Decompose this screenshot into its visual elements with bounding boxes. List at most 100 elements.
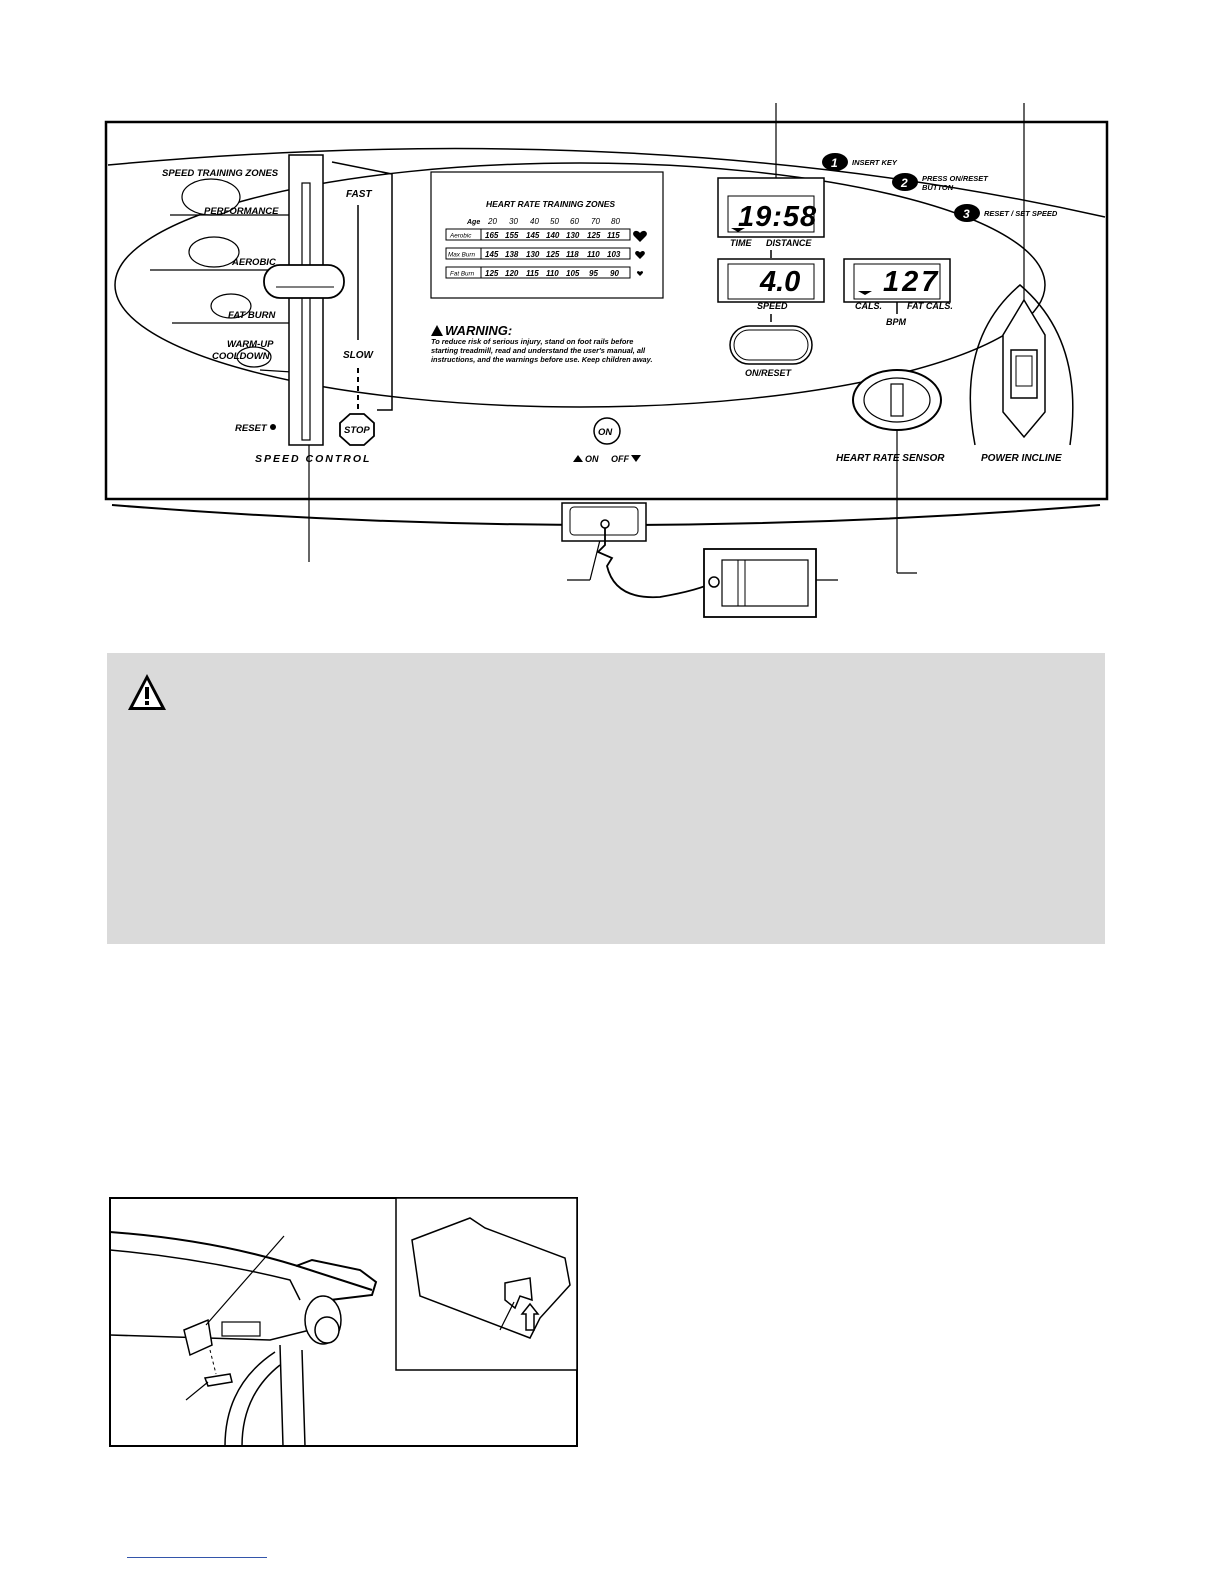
hr-ages: 20 30 40 50 60 70 80 bbox=[487, 217, 620, 226]
speed-bracket bbox=[331, 161, 393, 411]
step-number: 1 bbox=[831, 156, 838, 170]
hr-row-frame bbox=[445, 266, 631, 279]
time-label: TIME bbox=[730, 238, 752, 248]
assembly-diagram bbox=[109, 1197, 578, 1447]
hr-value: 95 bbox=[589, 269, 598, 278]
safety-key-inner bbox=[721, 559, 809, 607]
hr-value: 118 bbox=[566, 250, 579, 259]
console-underside bbox=[109, 1329, 311, 1341]
zone-warm-up: WARM-UP bbox=[227, 339, 274, 350]
hr-age: 50 bbox=[550, 217, 559, 226]
heart-rate-sensor-label: HEART RATE SENSOR bbox=[836, 453, 945, 464]
cals-label: CALS. bbox=[855, 301, 882, 311]
hr-age: 80 bbox=[611, 217, 620, 226]
zone-fat-burn: FAT BURN bbox=[228, 310, 276, 321]
hr-age: 60 bbox=[570, 217, 579, 226]
hr-row-values: 145 138 130 125 118 110 103 bbox=[485, 250, 621, 259]
hr-value: 105 bbox=[566, 269, 580, 278]
speed-slider-slot bbox=[301, 182, 311, 441]
hr-table-title: HEART RATE TRAINING ZONES bbox=[486, 199, 615, 209]
key-cord bbox=[596, 528, 715, 599]
hr-value: 130 bbox=[566, 231, 580, 240]
hr-value: 130 bbox=[526, 250, 540, 259]
step-text: INSERT KEY bbox=[852, 158, 898, 167]
hr-value: 115 bbox=[607, 231, 620, 240]
zone-marker bbox=[188, 236, 240, 268]
hr-value: 125 bbox=[485, 269, 499, 278]
hr-value: 125 bbox=[587, 231, 601, 240]
footer-rule bbox=[127, 1557, 267, 1558]
console-warning-line: starting treadmill, read and understand … bbox=[431, 346, 646, 355]
hr-value: 110 bbox=[587, 250, 600, 259]
inset-clip bbox=[504, 1277, 533, 1310]
heart-icon bbox=[633, 230, 647, 242]
zone-marker bbox=[236, 346, 272, 368]
step-badge bbox=[822, 153, 848, 171]
step-text: BUTTON bbox=[922, 183, 954, 192]
console-housing bbox=[295, 1258, 378, 1301]
heart-icon bbox=[635, 251, 645, 259]
console-top-curve bbox=[107, 147, 1106, 218]
slow-label: SLOW bbox=[343, 350, 375, 361]
on-reset-label: ON/RESET bbox=[745, 368, 793, 378]
display-indicator bbox=[731, 228, 745, 232]
fat-cals-label: FAT CALS. bbox=[907, 301, 953, 311]
step-text: PRESS ON/RESET bbox=[922, 174, 989, 183]
upright-joint-cap bbox=[314, 1316, 340, 1344]
mount-slot bbox=[221, 1321, 261, 1337]
up-arrow-icon bbox=[520, 1302, 540, 1331]
hr-value: 140 bbox=[546, 231, 560, 240]
console-underside bbox=[109, 1249, 301, 1301]
down-arrow-icon bbox=[631, 455, 641, 462]
step-number: 3 bbox=[963, 207, 970, 221]
up-arrow-icon bbox=[573, 455, 583, 462]
speed-label: SPEED bbox=[757, 301, 788, 311]
zone-aerobic: AEROBIC bbox=[231, 257, 276, 268]
console-warning-line: To reduce risk of serious injury, stand … bbox=[431, 337, 633, 346]
console-diagram: SPEED TRAINING ZONES PERFORMANCE AEROBIC… bbox=[104, 103, 1109, 618]
incline-rocker-face bbox=[1015, 355, 1033, 387]
handrail bbox=[224, 1351, 281, 1447]
heart-icon bbox=[636, 271, 644, 276]
reset-label: RESET bbox=[235, 423, 268, 434]
hr-value: 138 bbox=[505, 250, 519, 259]
cals-display-screen bbox=[853, 263, 941, 300]
hr-row-label: Max Burn bbox=[448, 252, 475, 259]
step-text: RESET / SET SPEED bbox=[984, 209, 1058, 218]
stop-button[interactable] bbox=[339, 413, 375, 446]
hr-value: 155 bbox=[505, 231, 519, 240]
hr-value: 125 bbox=[546, 250, 560, 259]
hr-value: 120 bbox=[505, 269, 519, 278]
hr-value: 110 bbox=[546, 269, 559, 278]
hr-value: 103 bbox=[607, 250, 621, 259]
hr-row-frame bbox=[445, 247, 631, 260]
sensor-pad bbox=[890, 383, 904, 417]
distance-label: DISTANCE bbox=[766, 238, 812, 248]
warning-box bbox=[107, 653, 1105, 944]
bpm-label: BPM bbox=[886, 317, 907, 327]
callout-line bbox=[205, 1235, 285, 1326]
fast-label: FAST bbox=[346, 189, 372, 200]
zone-cooldown: COOLDOWN bbox=[212, 351, 271, 362]
callout-line bbox=[589, 539, 601, 581]
console-warning-title: WARNING: bbox=[445, 323, 512, 338]
hr-value: 90 bbox=[610, 269, 619, 278]
guide-dash bbox=[209, 1349, 217, 1375]
on-button[interactable] bbox=[593, 417, 621, 445]
time-display-value: 19:58 bbox=[738, 201, 817, 233]
incline-bay bbox=[969, 284, 1074, 446]
speed-display-screen bbox=[727, 263, 815, 300]
display-indicator bbox=[858, 291, 872, 295]
stop-label: STOP bbox=[344, 425, 370, 436]
speed-slider-handle[interactable] bbox=[263, 264, 345, 299]
speed-zones-title: SPEED TRAINING ZONES bbox=[162, 168, 279, 179]
on-reset-button-inner bbox=[733, 329, 809, 361]
hr-row-values: 165 155 145 140 130 125 115 bbox=[485, 231, 620, 240]
console-warning-line: instructions, and the warnings before us… bbox=[431, 355, 653, 364]
callout-line bbox=[185, 1381, 209, 1401]
hr-row-frame bbox=[445, 228, 631, 241]
hr-value: 165 bbox=[485, 231, 499, 240]
hr-age: 40 bbox=[530, 217, 539, 226]
speed-control-label: SPEED CONTROL bbox=[255, 453, 371, 465]
reset-dot bbox=[270, 424, 276, 430]
